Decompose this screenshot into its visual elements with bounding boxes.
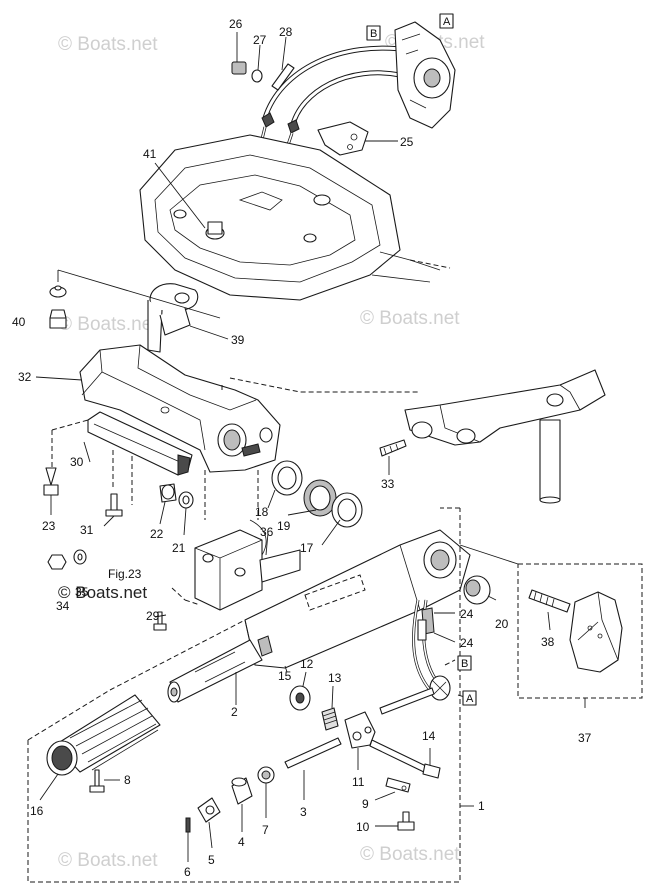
throttle-shaft-parts: [185, 635, 441, 833]
reference-box-a-bottom: A: [462, 690, 477, 706]
watermark: © Boats.net: [360, 308, 460, 329]
callout-8: 8: [124, 773, 131, 787]
callout-30: 30: [70, 455, 84, 469]
callout-22: 22: [150, 527, 164, 541]
bottom-cowling: [139, 134, 451, 301]
callout-40: 40: [12, 315, 26, 329]
callout-12: 12: [300, 657, 314, 671]
callout-4: 4: [238, 835, 245, 849]
steering-bracket-plate: [49, 269, 221, 353]
callout-11: 11: [352, 775, 365, 789]
stop-switch-assembly: [47, 519, 301, 631]
throttle-cable-lower: [379, 599, 469, 715]
callout-26: 26: [229, 17, 243, 31]
callout-21: 21: [172, 541, 186, 555]
callout-7: 7: [262, 823, 269, 837]
callout-1: 1: [478, 799, 485, 813]
callout-6: 6: [184, 865, 191, 879]
callout-34: 34: [56, 599, 70, 613]
watermark: © Boats.net: [58, 583, 147, 602]
callout-24: 24: [460, 636, 474, 650]
callout-3: 3: [300, 805, 307, 819]
callout-27: 27: [253, 33, 267, 47]
callout-19: 19: [277, 519, 291, 533]
box-letter: A: [443, 16, 451, 28]
swivel-bracket: [379, 369, 606, 504]
callout-36: 36: [260, 525, 274, 539]
callout-2: 2: [231, 705, 238, 719]
callout-41: 41: [143, 147, 157, 161]
callout-18: 18: [255, 505, 269, 519]
callout-25: 25: [400, 135, 414, 149]
box-letter: B: [461, 658, 468, 670]
callout-15: 15: [278, 669, 292, 683]
callout-13: 13: [328, 671, 342, 685]
callout-24: 24: [460, 607, 474, 621]
callout-35: 35: [75, 585, 89, 599]
watermark: © Boats.net: [360, 844, 460, 865]
callout-29: 29: [146, 609, 160, 623]
callout-numbers: 26 27 28 25 41 40 39 32 30 33 18 19 36 1…: [12, 17, 592, 879]
callout-17: 17: [300, 541, 314, 555]
callout-16: 16: [30, 804, 44, 818]
steering-bracket: [51, 344, 420, 520]
callout-14: 14: [422, 729, 436, 743]
callout-20: 20: [495, 617, 509, 631]
callout-33: 33: [381, 477, 395, 491]
callout-5: 5: [208, 853, 215, 867]
leader-lines: [35, 32, 551, 862]
box-letter: A: [466, 693, 474, 705]
callout-31: 31: [80, 523, 94, 537]
callout-23: 23: [42, 519, 56, 533]
watermark: © Boats.net: [58, 314, 158, 335]
box-letter: B: [370, 28, 377, 40]
callout-37: 37: [578, 731, 592, 745]
watermark: © Boats.net: [58, 34, 158, 55]
watermark: © Boats.net: [58, 850, 158, 871]
reference-box-a-top: A: [439, 13, 454, 29]
figure-reference: Fig.23: [108, 567, 142, 581]
callout-9: 9: [362, 797, 369, 811]
callout-38: 38: [541, 635, 555, 649]
callout-32: 32: [18, 370, 32, 384]
tiller-handle: [27, 507, 474, 883]
washers-and-fasteners: [43, 460, 363, 528]
reference-box-b-bottom: B: [457, 655, 472, 671]
callout-28: 28: [279, 25, 293, 39]
reference-box-b-top: B: [366, 25, 381, 41]
callout-10: 10: [356, 820, 370, 834]
throttle-grip-knob: [459, 544, 643, 708]
callout-39: 39: [231, 333, 245, 347]
